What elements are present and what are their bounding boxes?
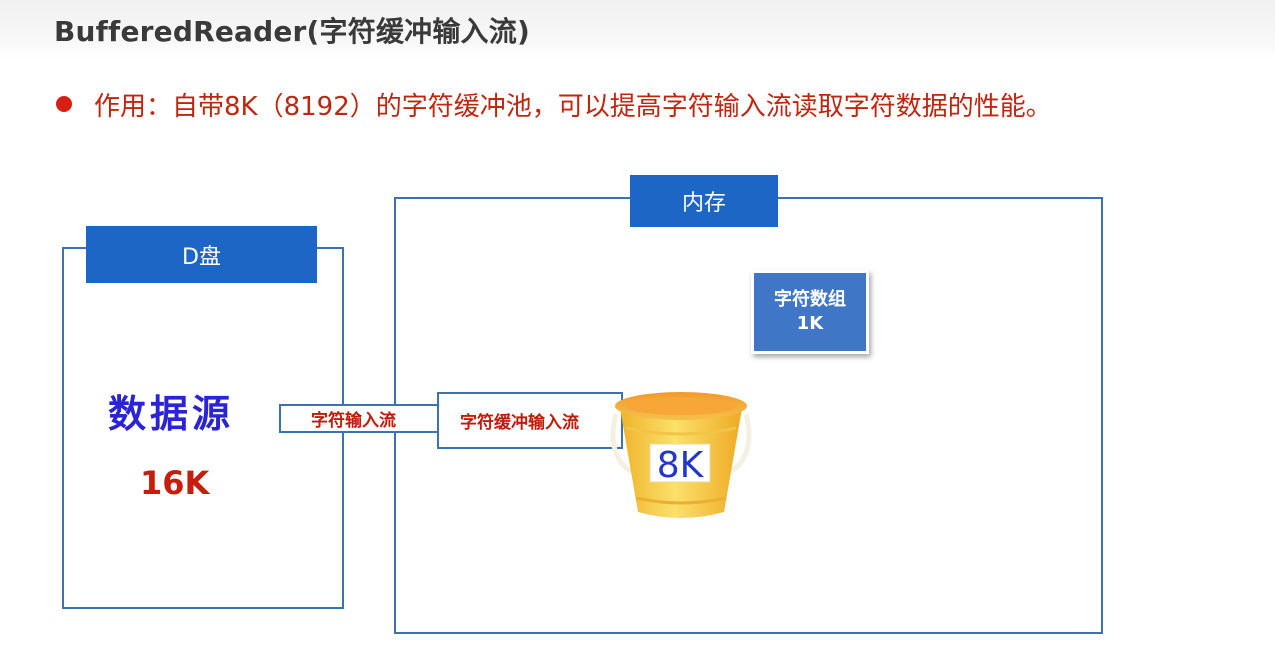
data-source-text: 数据源 — [108, 391, 235, 436]
slide-title: BufferedReader(字符缓冲输入流) — [54, 15, 530, 48]
memory-label: 内存 — [630, 175, 778, 227]
char-input-stream-label: 字符输入流 — [311, 411, 396, 431]
char-input-stream: 字符输入流 — [279, 404, 447, 433]
char-array-label: 字符数组 — [774, 289, 846, 310]
disk-label: D盘 — [86, 226, 317, 283]
bucket-icon: 8K — [610, 392, 752, 518]
char-array-size: 1K — [796, 313, 824, 334]
buffered-input-stream-label: 字符缓冲输入流 — [460, 413, 579, 433]
char-array-box: 字符数组 1K — [751, 270, 869, 354]
header-band — [0, 0, 1275, 60]
bullet-dot — [56, 96, 72, 112]
data-size-text: 16K — [140, 464, 210, 502]
buffered-input-stream: 字符缓冲输入流 — [437, 392, 623, 449]
bucket-label: 8K — [657, 445, 705, 486]
bullet-text: 作用：自带8K（8192）的字符缓冲池，可以提高字符输入流读取字符数据的性能。 — [94, 92, 1052, 122]
